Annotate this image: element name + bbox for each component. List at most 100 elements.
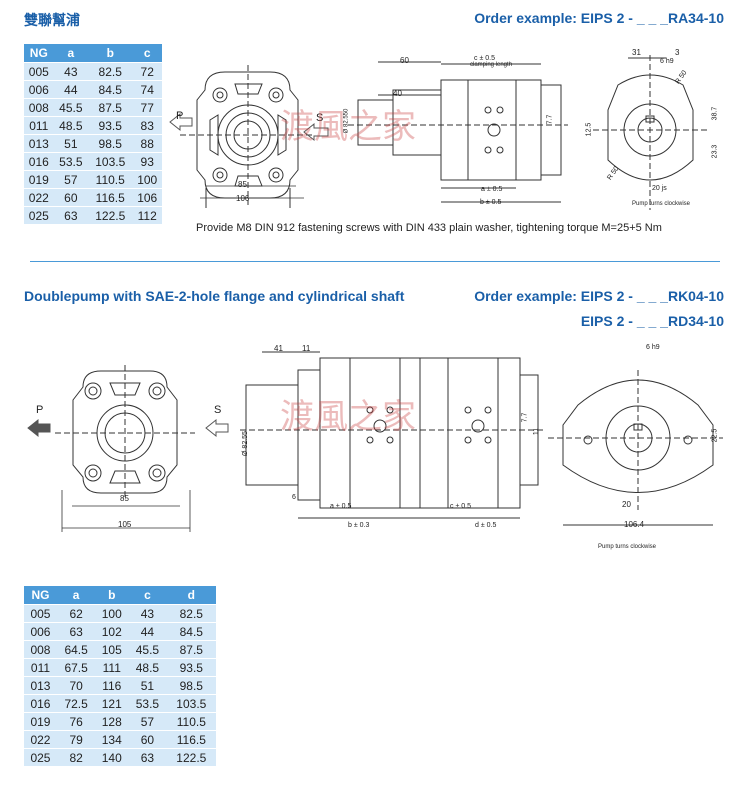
table-cell: 110.5 [88, 170, 133, 189]
table-cell: 98.5 [88, 134, 133, 153]
column-header: c [128, 586, 167, 605]
table-cell: 116 [95, 676, 129, 695]
table-cell: 016 [24, 694, 57, 713]
dim-6: 6 [292, 494, 296, 501]
table-cell: 93.5 [166, 658, 216, 677]
section2-title: Doublepump with SAE-2-hole flange and cy… [24, 288, 405, 304]
column-header: NG [24, 586, 57, 605]
width-dimension-lines [200, 185, 304, 199]
watermark-logo: 渡風之家 [280, 397, 416, 437]
table-cell: 022 [24, 730, 57, 749]
table-cell: 67.5 [56, 658, 96, 677]
table-cell: 84.5 [166, 622, 216, 641]
table-cell: 011 [24, 658, 57, 677]
table-cell: 43 [128, 604, 167, 623]
table-cell: 006 [24, 622, 57, 641]
table-cell: 005 [24, 62, 54, 81]
table-cell: 025 [24, 206, 54, 224]
table-cell: 83 [132, 116, 162, 135]
table-cell: 63 [128, 748, 167, 766]
dim-3: 3 [675, 48, 680, 57]
table-cell: 105 [95, 640, 129, 659]
dim-11: 11 [302, 344, 311, 353]
table-cell: 74 [132, 80, 162, 99]
dim-b: b ± 0.5 [480, 199, 502, 206]
table-cell: 98.5 [166, 676, 216, 695]
section2-order-example-1: Order example: EIPS 2 - _ _ _RK04-10 [474, 288, 724, 304]
table-cell: 102 [95, 622, 129, 641]
table-cell: 025 [24, 748, 57, 766]
dim-20: 20 [622, 500, 631, 509]
table-cell: 53.5 [128, 694, 167, 713]
p-arrow-icon [169, 112, 193, 132]
dim-6-h9: 6 h9 [660, 58, 674, 65]
table-cell: 72 [132, 62, 162, 81]
table-cell: 44 [53, 80, 89, 99]
table-cell: 72.5 [56, 694, 96, 713]
section-divider [30, 261, 720, 262]
table-cell: 82 [56, 748, 96, 766]
table-cell: 45.5 [128, 640, 167, 659]
table-cell: 60 [53, 188, 89, 207]
dim-106-4: 106.4 [624, 520, 645, 529]
port-p-label: P [176, 110, 184, 122]
dim-b: b ± 0.3 [348, 522, 370, 529]
watermark-logo: 渡風之家 [280, 107, 416, 147]
column-header: d [166, 586, 216, 605]
table-cell: 48.5 [128, 658, 167, 677]
table-cell: 87.5 [88, 98, 133, 117]
table-cell: 62 [56, 604, 96, 623]
table-cell: 019 [24, 712, 57, 731]
dim-20-js: 20 js [652, 185, 667, 192]
dim-6-h9: 6 h9 [646, 344, 660, 351]
table-cell: 82.5 [166, 604, 216, 623]
table-cell: 93 [132, 152, 162, 171]
dim-106: 106 [236, 194, 250, 203]
table-cell: 48.5 [53, 116, 89, 135]
dim-11: 11 [533, 427, 541, 436]
svg-text:渡風之家: 渡風之家 [280, 107, 416, 147]
section1-fastening-note: Provide M8 DIN 912 fastening screws with… [196, 222, 662, 234]
dim-23-3: 23.3 [711, 144, 719, 159]
column-header: a [56, 586, 96, 605]
section1-order-example: Order example: EIPS 2 - _ _ _RA34-10 [474, 10, 724, 26]
table-cell: 008 [24, 640, 57, 659]
table-cell: 64.5 [56, 640, 96, 659]
section2-side-view-drawing [240, 351, 545, 519]
port-p-label: P [36, 404, 44, 416]
dim-a: a ± 0.5 [481, 186, 503, 193]
dim-31: 31 [632, 48, 641, 57]
table-cell: 84.5 [88, 80, 133, 99]
dim-7-7: 7.7 [521, 412, 529, 423]
dim-60: 60 [400, 56, 409, 65]
table-cell: 116.5 [166, 730, 216, 749]
section1-shaft-end-view-drawing [593, 55, 708, 210]
table-cell: 128 [95, 712, 129, 731]
section2-front-view-drawing [55, 365, 195, 500]
table-cell: 70 [56, 676, 96, 695]
dim-85: 85 [120, 494, 129, 503]
table-cell: 82.5 [88, 62, 133, 81]
clamping-length-label: clamping length [470, 62, 513, 68]
table-cell: 121 [95, 694, 129, 713]
svg-text:渡風之家: 渡風之家 [280, 397, 416, 437]
table-cell: 134 [95, 730, 129, 749]
table-header-row: NG a b c [24, 44, 162, 63]
table-cell: 008 [24, 98, 54, 117]
table-cell: 87.5 [166, 640, 216, 659]
table-cell: 57 [128, 712, 167, 731]
dim-c: c ± 0.5 [474, 55, 495, 62]
dim-diameter: Ø 82.55 [241, 431, 249, 456]
dim-c: c ± 0.5 [450, 503, 471, 510]
